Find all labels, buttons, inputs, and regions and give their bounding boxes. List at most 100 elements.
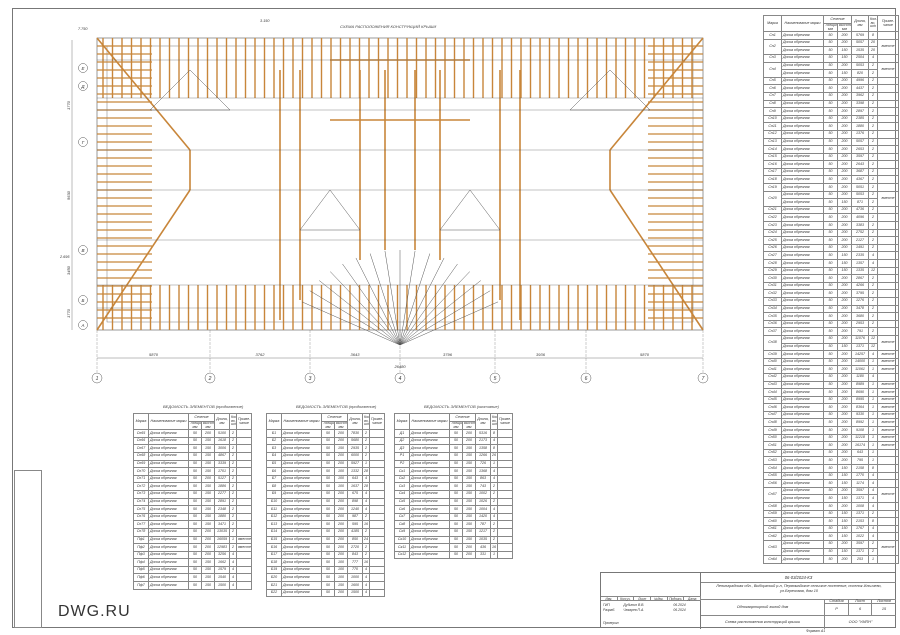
cell-note [369, 543, 386, 552]
fan-rafter [399, 253, 431, 346]
cell-thickness: 50 [321, 459, 335, 469]
axis-bubble [78, 81, 88, 91]
cell-height: 150 [461, 489, 477, 499]
cell-note [236, 444, 253, 453]
cell-name: Доска обрезная [781, 274, 824, 283]
axis-bubble [91, 372, 103, 384]
cell-length: 2752 [851, 228, 870, 238]
cell-name: Доска обрезная [781, 410, 824, 420]
cell-height: 200 [333, 505, 349, 514]
cell-mark: Сн73 [133, 489, 149, 499]
cell-name: Доска обрезная [781, 350, 824, 359]
cell-height: 200 [836, 388, 853, 397]
cell-length: 2158 [851, 464, 870, 473]
cell-note [497, 535, 514, 545]
cell-name: Доска обрезная [781, 517, 824, 526]
cell-height: 150 [200, 497, 216, 507]
cell-qty: 2 [362, 527, 371, 537]
cell-height: 200 [836, 334, 853, 344]
cell-height: 200 [333, 451, 349, 461]
cell-length: 1371 [851, 342, 870, 352]
cell-thickness: 50 [823, 388, 838, 397]
cell-qty: 2 [362, 436, 371, 446]
cell-mark: Сн1 [763, 31, 782, 40]
cell-thickness: 50 [823, 380, 838, 390]
cell-qty: 2 [229, 497, 238, 507]
cell-thickness: 50 [321, 497, 335, 507]
fan-rafter [399, 271, 470, 346]
cell-note [497, 527, 514, 537]
cell-height: 200 [836, 456, 853, 466]
cell-height: 200 [333, 520, 349, 529]
cell-length: 2348 [214, 505, 231, 514]
cell-height: 200 [333, 459, 349, 469]
axis-bubble [489, 372, 501, 384]
cell-thickness: 50 [823, 175, 838, 185]
cell-name: Доска обрезная [281, 543, 322, 552]
cell-length: 1180 [851, 372, 870, 382]
cell-thickness: 50 [321, 505, 335, 514]
cell-thickness: 50 [823, 281, 838, 291]
cell-qty: 20 [868, 38, 879, 48]
cell-length: 1026 [475, 497, 492, 507]
cell-length: 1276 [851, 296, 870, 306]
cell-mark: Б10 [266, 497, 282, 507]
cell-qty: 2 [229, 436, 238, 446]
axis-bubble [78, 137, 88, 147]
cell-qty: 12 [868, 334, 879, 344]
cell-note [877, 114, 900, 124]
cell-mark: Б2 [266, 436, 282, 446]
cell-height: 150 [461, 512, 477, 522]
axis-label: 5 [494, 376, 497, 382]
cell-qty: 2 [868, 228, 879, 238]
cell-mark: Сн75 [133, 505, 149, 514]
cell-thickness: 50 [449, 512, 463, 522]
cell-qty: 16 [490, 543, 499, 552]
cell-length: 3398 [851, 99, 870, 109]
cell-height: 150 [836, 517, 853, 526]
sheet-label: Лист [849, 599, 872, 604]
cell-qty: 2 [868, 281, 879, 291]
cell-length: 4867 [214, 451, 231, 461]
cell-length: 850 [347, 535, 364, 545]
cell-height: 200 [836, 114, 853, 124]
cell-length: 743 [475, 482, 492, 491]
person-role: Разраб. [603, 608, 616, 612]
cell-length: 843 [347, 550, 364, 560]
cell-qty: 2 [868, 274, 879, 283]
cell-thickness: 50 [188, 459, 202, 469]
cell-length: 675 [347, 489, 364, 499]
cell-thickness: 50 [321, 520, 335, 529]
cell-mark: Д2 [394, 436, 410, 446]
cell-thickness: 50 [823, 190, 838, 200]
cell-qty: 4 [868, 251, 879, 260]
cell-length: 4996 [851, 76, 870, 86]
cell-note [369, 581, 386, 590]
cell-note [236, 482, 253, 491]
cell-length: 7830 [347, 429, 364, 438]
cell-mark: Сн26 [763, 243, 782, 253]
cell-note [497, 467, 514, 476]
cell-mark: Сн59 [763, 509, 782, 519]
cell-qty: 2 [868, 183, 879, 192]
cell-length: 863 [475, 474, 492, 484]
drawing-title: СХЕМА РАСПОЛОЖЕНИЯ КОНСТРУКЦИЙ КРЫШИ [340, 24, 436, 29]
cell-name: Доска обрезная [781, 524, 824, 534]
cell-length: 14000 [851, 357, 870, 367]
revision-header: Кол.уч. [618, 597, 635, 601]
dimension-value: 1770 [66, 308, 71, 318]
cell-name: Доска обрезная [781, 532, 824, 541]
cell-name: Доска обрезная [781, 433, 824, 443]
